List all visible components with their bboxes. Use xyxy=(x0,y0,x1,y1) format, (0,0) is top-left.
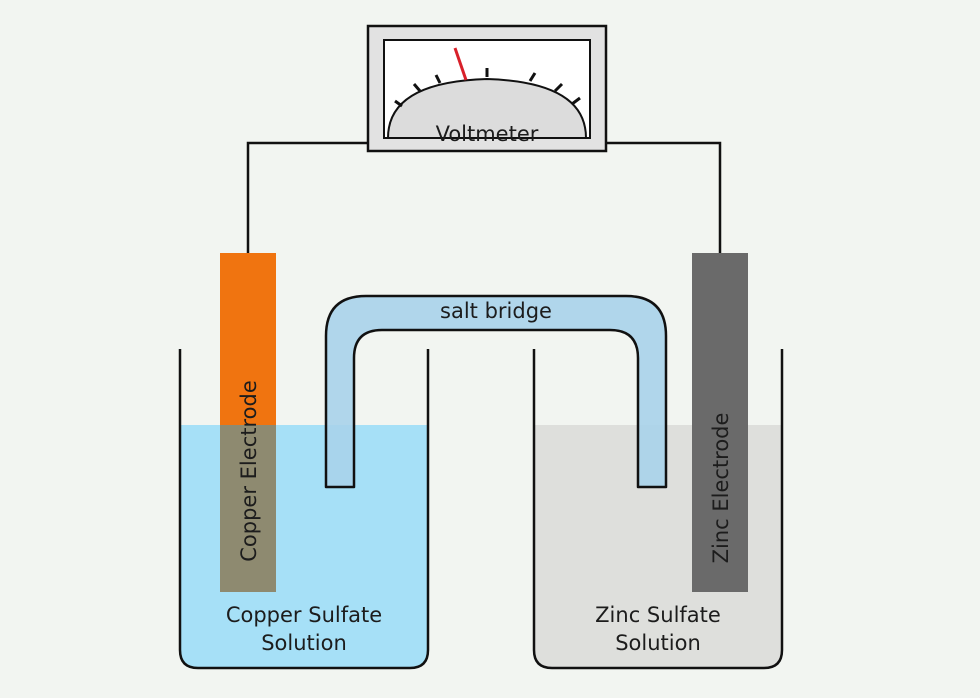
dial-tick xyxy=(553,82,564,93)
zinc-electrode: Zinc Electrode xyxy=(692,253,748,592)
voltmeter-dial xyxy=(386,77,588,139)
dial-tick xyxy=(528,72,537,82)
copper-electrode-exposed xyxy=(220,253,276,425)
salt-bridge-label: salt bridge xyxy=(440,299,552,323)
zinc-solution-label-line1: Zinc Sulfate xyxy=(595,603,721,627)
copper-beaker xyxy=(178,349,430,670)
dial-tick xyxy=(434,74,442,84)
zinc-solution-label-line2: Solution xyxy=(615,631,701,655)
salt-bridge: salt bridge xyxy=(324,294,668,489)
salt-bridge-tube xyxy=(324,294,668,489)
copper-electrode-submerged xyxy=(220,425,276,592)
zinc-beaker xyxy=(532,349,784,670)
zinc-electrode-rod xyxy=(692,253,748,592)
copper-electrode: Copper Electrode xyxy=(220,253,276,592)
wires xyxy=(246,141,722,255)
left-wire xyxy=(246,141,368,255)
copper-electrode-label: Copper Electrode xyxy=(237,380,261,561)
voltmeter: Voltmeter xyxy=(366,24,608,153)
right-wire xyxy=(606,141,722,255)
copper-solution-label-line1: Copper Sulfate xyxy=(226,603,382,627)
dial-tick xyxy=(412,83,422,92)
voltmeter-ticks xyxy=(394,68,581,108)
voltmeter-label: Voltmeter xyxy=(436,122,539,146)
voltmeter-needle xyxy=(453,47,468,81)
copper-solution-label-line2: Solution xyxy=(261,631,347,655)
dial-tick xyxy=(394,99,403,108)
dial-tick xyxy=(571,96,581,106)
zinc-electrode-label: Zinc Electrode xyxy=(709,413,733,564)
